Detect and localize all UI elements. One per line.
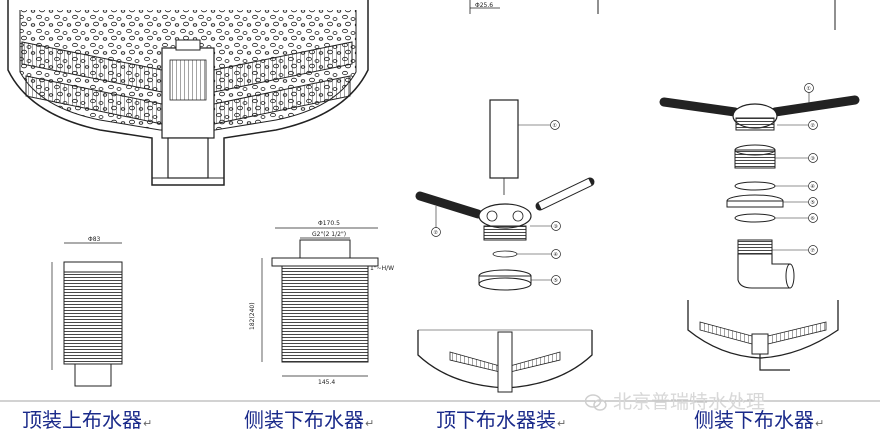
callout-number: ⑤ xyxy=(554,278,558,284)
top-distributor-drawing: Φ83 xyxy=(51,236,123,387)
callout-number: ② xyxy=(811,123,816,129)
callout-number: ⑦ xyxy=(811,248,816,254)
tank-section-drawing xyxy=(7,0,369,186)
caption-mark: ↵ xyxy=(557,417,567,430)
caption-side-lower-distributor: 侧装下布水器↵ xyxy=(244,404,374,433)
exploded-top-drawing: ① ② ③ ④ ⑤ xyxy=(415,99,595,393)
caption-top-lower-distributor: 顶下布水器装↵ xyxy=(436,404,566,433)
dim-label: Φ25.6 xyxy=(475,2,493,9)
side-distributor-drawing: Φ170.5 G2"(2 1/2") 1"~H/W 182(240) 145.4 xyxy=(249,220,394,386)
wechat-icon xyxy=(585,393,607,411)
watermark: 北京普瑞特水处理 xyxy=(585,387,765,414)
callout-number: ⑥ xyxy=(811,216,816,222)
caption-text: 顶装上布水器 xyxy=(22,408,142,432)
callout-number: ④ xyxy=(554,252,559,258)
dim-label: Φ170.5 xyxy=(318,220,340,227)
caption-top-upper-distributor: 顶装上布水器↵ xyxy=(22,404,152,433)
dim-label: 145.4 xyxy=(318,379,335,386)
dim-label: 1"~H/W xyxy=(370,265,394,272)
dim-label: G2"(2 1/2") xyxy=(312,231,346,238)
callout-number: ③ xyxy=(811,156,815,162)
caption-mark: ↵ xyxy=(365,417,375,430)
watermark-text: 北京普瑞特水处理 xyxy=(613,391,766,413)
dim-label: 182(240) xyxy=(249,302,256,330)
callout-number: ① xyxy=(807,86,812,92)
caption-text: 侧装下布水器 xyxy=(694,408,814,432)
callout-number: ⑤ xyxy=(811,200,815,206)
callout-number: ② xyxy=(434,230,439,236)
caption-side-lower-distributor-2: 侧装下布水器↵ xyxy=(694,404,824,433)
caption-mark: ↵ xyxy=(143,417,153,430)
callout-number: ③ xyxy=(554,224,558,230)
callout-number: ① xyxy=(553,123,558,129)
dim-label: Φ83 xyxy=(88,236,101,243)
top-dim-fragment: Φ25.6 xyxy=(469,0,836,30)
caption-text: 侧装下布水器 xyxy=(244,408,364,432)
caption-mark: ↵ xyxy=(815,417,825,430)
caption-text: 顶下布水器装 xyxy=(436,408,556,432)
callout-number: ④ xyxy=(811,184,816,190)
exploded-side-drawing: ② ① ③ ④ ⑤ ⑥ ⑦ xyxy=(659,83,860,371)
